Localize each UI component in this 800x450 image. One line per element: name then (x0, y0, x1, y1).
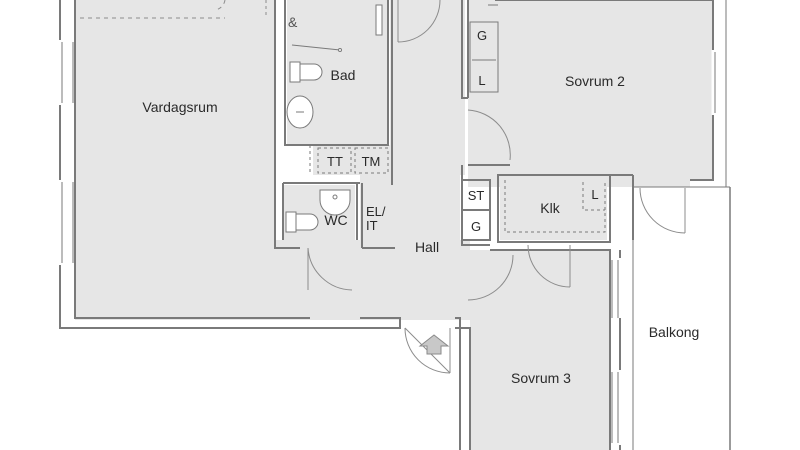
room-labels: Vardagsrum Bad Sovrum 2 Hall Klk Sovrum … (142, 67, 699, 386)
toilet-bad (289, 61, 323, 83)
door-klk (527, 244, 571, 288)
label-balkong: Balkong (649, 324, 700, 340)
label-it: IT (366, 218, 378, 233)
label-g-top: G (477, 28, 487, 43)
floor-klk (500, 177, 607, 240)
floor-vardagsrum (75, 0, 275, 320)
label-vardagsrum: Vardagsrum (142, 99, 217, 115)
label-tm: TM (362, 154, 381, 169)
door-wc (307, 247, 353, 291)
fixtures: & (285, 4, 606, 355)
door-entrance (404, 327, 451, 374)
floor-sovrum3 (470, 250, 610, 450)
fixture-labels: G L TT TM EL/ IT ST G L (327, 28, 599, 234)
label-hall: Hall (415, 239, 439, 255)
label-g-hall: G (471, 219, 481, 234)
label-wc: WC (324, 212, 347, 228)
door-bad (397, 0, 441, 43)
door-hall-s3 (467, 254, 514, 301)
floor-sovrum2 (468, 0, 713, 165)
label-l-top: L (478, 73, 485, 88)
door-balkong (639, 187, 686, 234)
floor-areas (75, 0, 713, 450)
label-el: EL/ (366, 204, 386, 219)
label-bad: Bad (331, 67, 356, 83)
label-klk: Klk (540, 200, 560, 216)
toilet-wc (285, 211, 319, 233)
label-tt: TT (327, 154, 343, 169)
label-st: ST (468, 188, 485, 203)
label-sovrum3: Sovrum 3 (511, 370, 571, 386)
walls (58, 0, 731, 450)
floor-corridor (390, 0, 465, 175)
label-sovrum2: Sovrum 2 (565, 73, 625, 89)
sink-wc (319, 189, 351, 216)
entrance-arrow-icon (418, 334, 450, 355)
label-l-klk: L (591, 187, 598, 202)
shower-rail (375, 4, 383, 36)
svg-text:&: & (288, 14, 298, 30)
floor-hall (275, 240, 470, 320)
floor-hall-upper (360, 175, 460, 245)
door-sovrum2 (467, 109, 511, 161)
